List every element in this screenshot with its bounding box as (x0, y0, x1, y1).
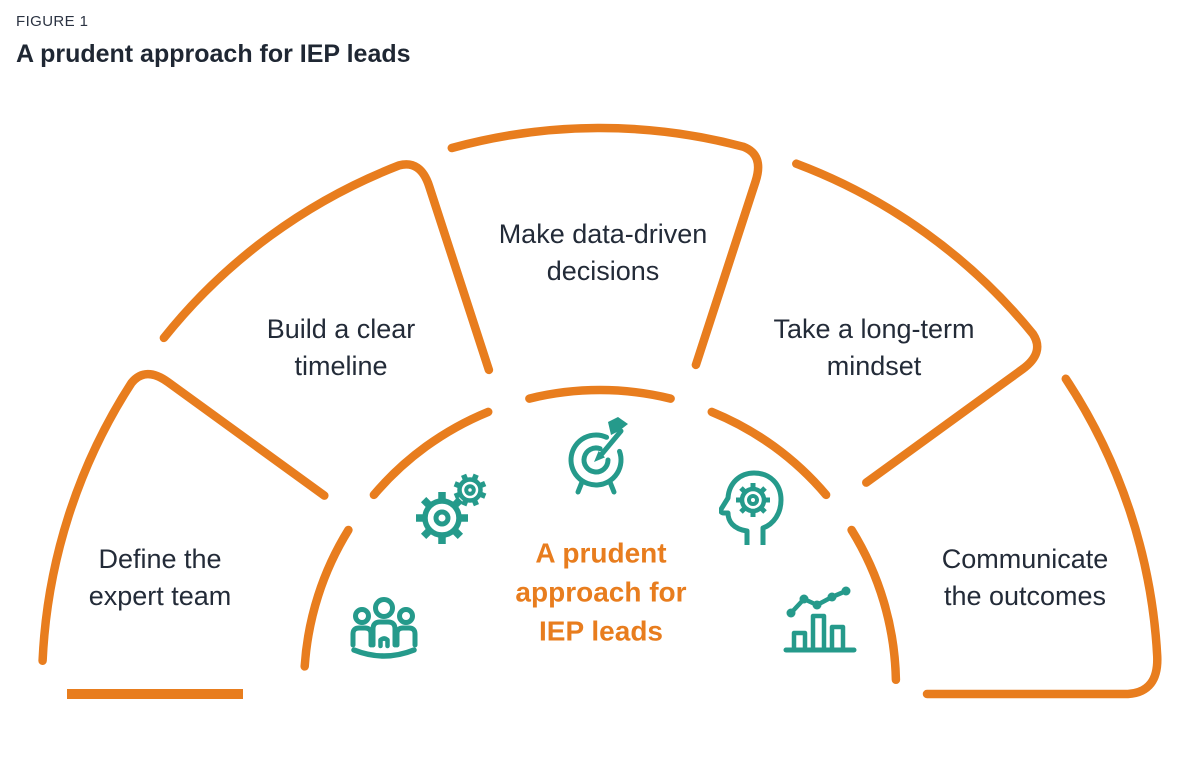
center-title-line: approach for (515, 576, 687, 608)
head-gear-icon (719, 470, 784, 545)
inner-arc-5 (847, 525, 901, 685)
segment-label-line: Make data-driven (498, 219, 708, 249)
segment-label-line: mindset (826, 351, 922, 381)
segment-label-line: timeline (294, 351, 388, 381)
center-title: A prudent approach for IEP leads (515, 534, 686, 651)
center-title-line: IEP leads (538, 615, 664, 647)
center-title-line: A prudent (535, 537, 667, 569)
segment-label-line: Take a long-term (773, 314, 975, 344)
inner-arc-1 (300, 525, 353, 671)
figure-title: A prudent approach for IEP leads (16, 40, 411, 68)
bar-chart-trend-icon (783, 586, 857, 653)
segment-label-line: expert team (88, 581, 232, 611)
wedge-outline-2 (159, 160, 494, 375)
gears-icon (416, 473, 487, 544)
inner-arc-2 (369, 407, 493, 500)
wedge-outline-1 (38, 369, 329, 665)
target-arrow-icon (568, 417, 628, 495)
inner-arc-3 (525, 385, 675, 403)
segment-label-line: Define the (98, 544, 222, 574)
segment-label-line: Communicate (941, 544, 1109, 574)
segment-label-long-term-mindset: Take a long-term mindset (773, 311, 974, 385)
wedge-outline-5 (922, 374, 1162, 699)
segment-label-build-clear-timeline: Build a clear timeline (267, 311, 416, 385)
wedge-outline-3 (447, 123, 763, 370)
inner-arc-4 (707, 407, 831, 500)
segment-label-communicate-outcomes: Communicate the outcomes (942, 541, 1109, 615)
segment-label-data-driven-decisions: Make data-driven decisions (499, 216, 708, 290)
segment-label-line: decisions (546, 256, 660, 286)
figure-eyebrow: FIGURE 1 (16, 13, 89, 30)
team-icon (350, 597, 418, 659)
wedge-outline-4 (792, 159, 1042, 487)
segment-label-line: Build a clear (266, 314, 416, 344)
segment-label-define-expert-team: Define the expert team (89, 541, 232, 615)
segment-label-line: the outcomes (943, 581, 1107, 611)
